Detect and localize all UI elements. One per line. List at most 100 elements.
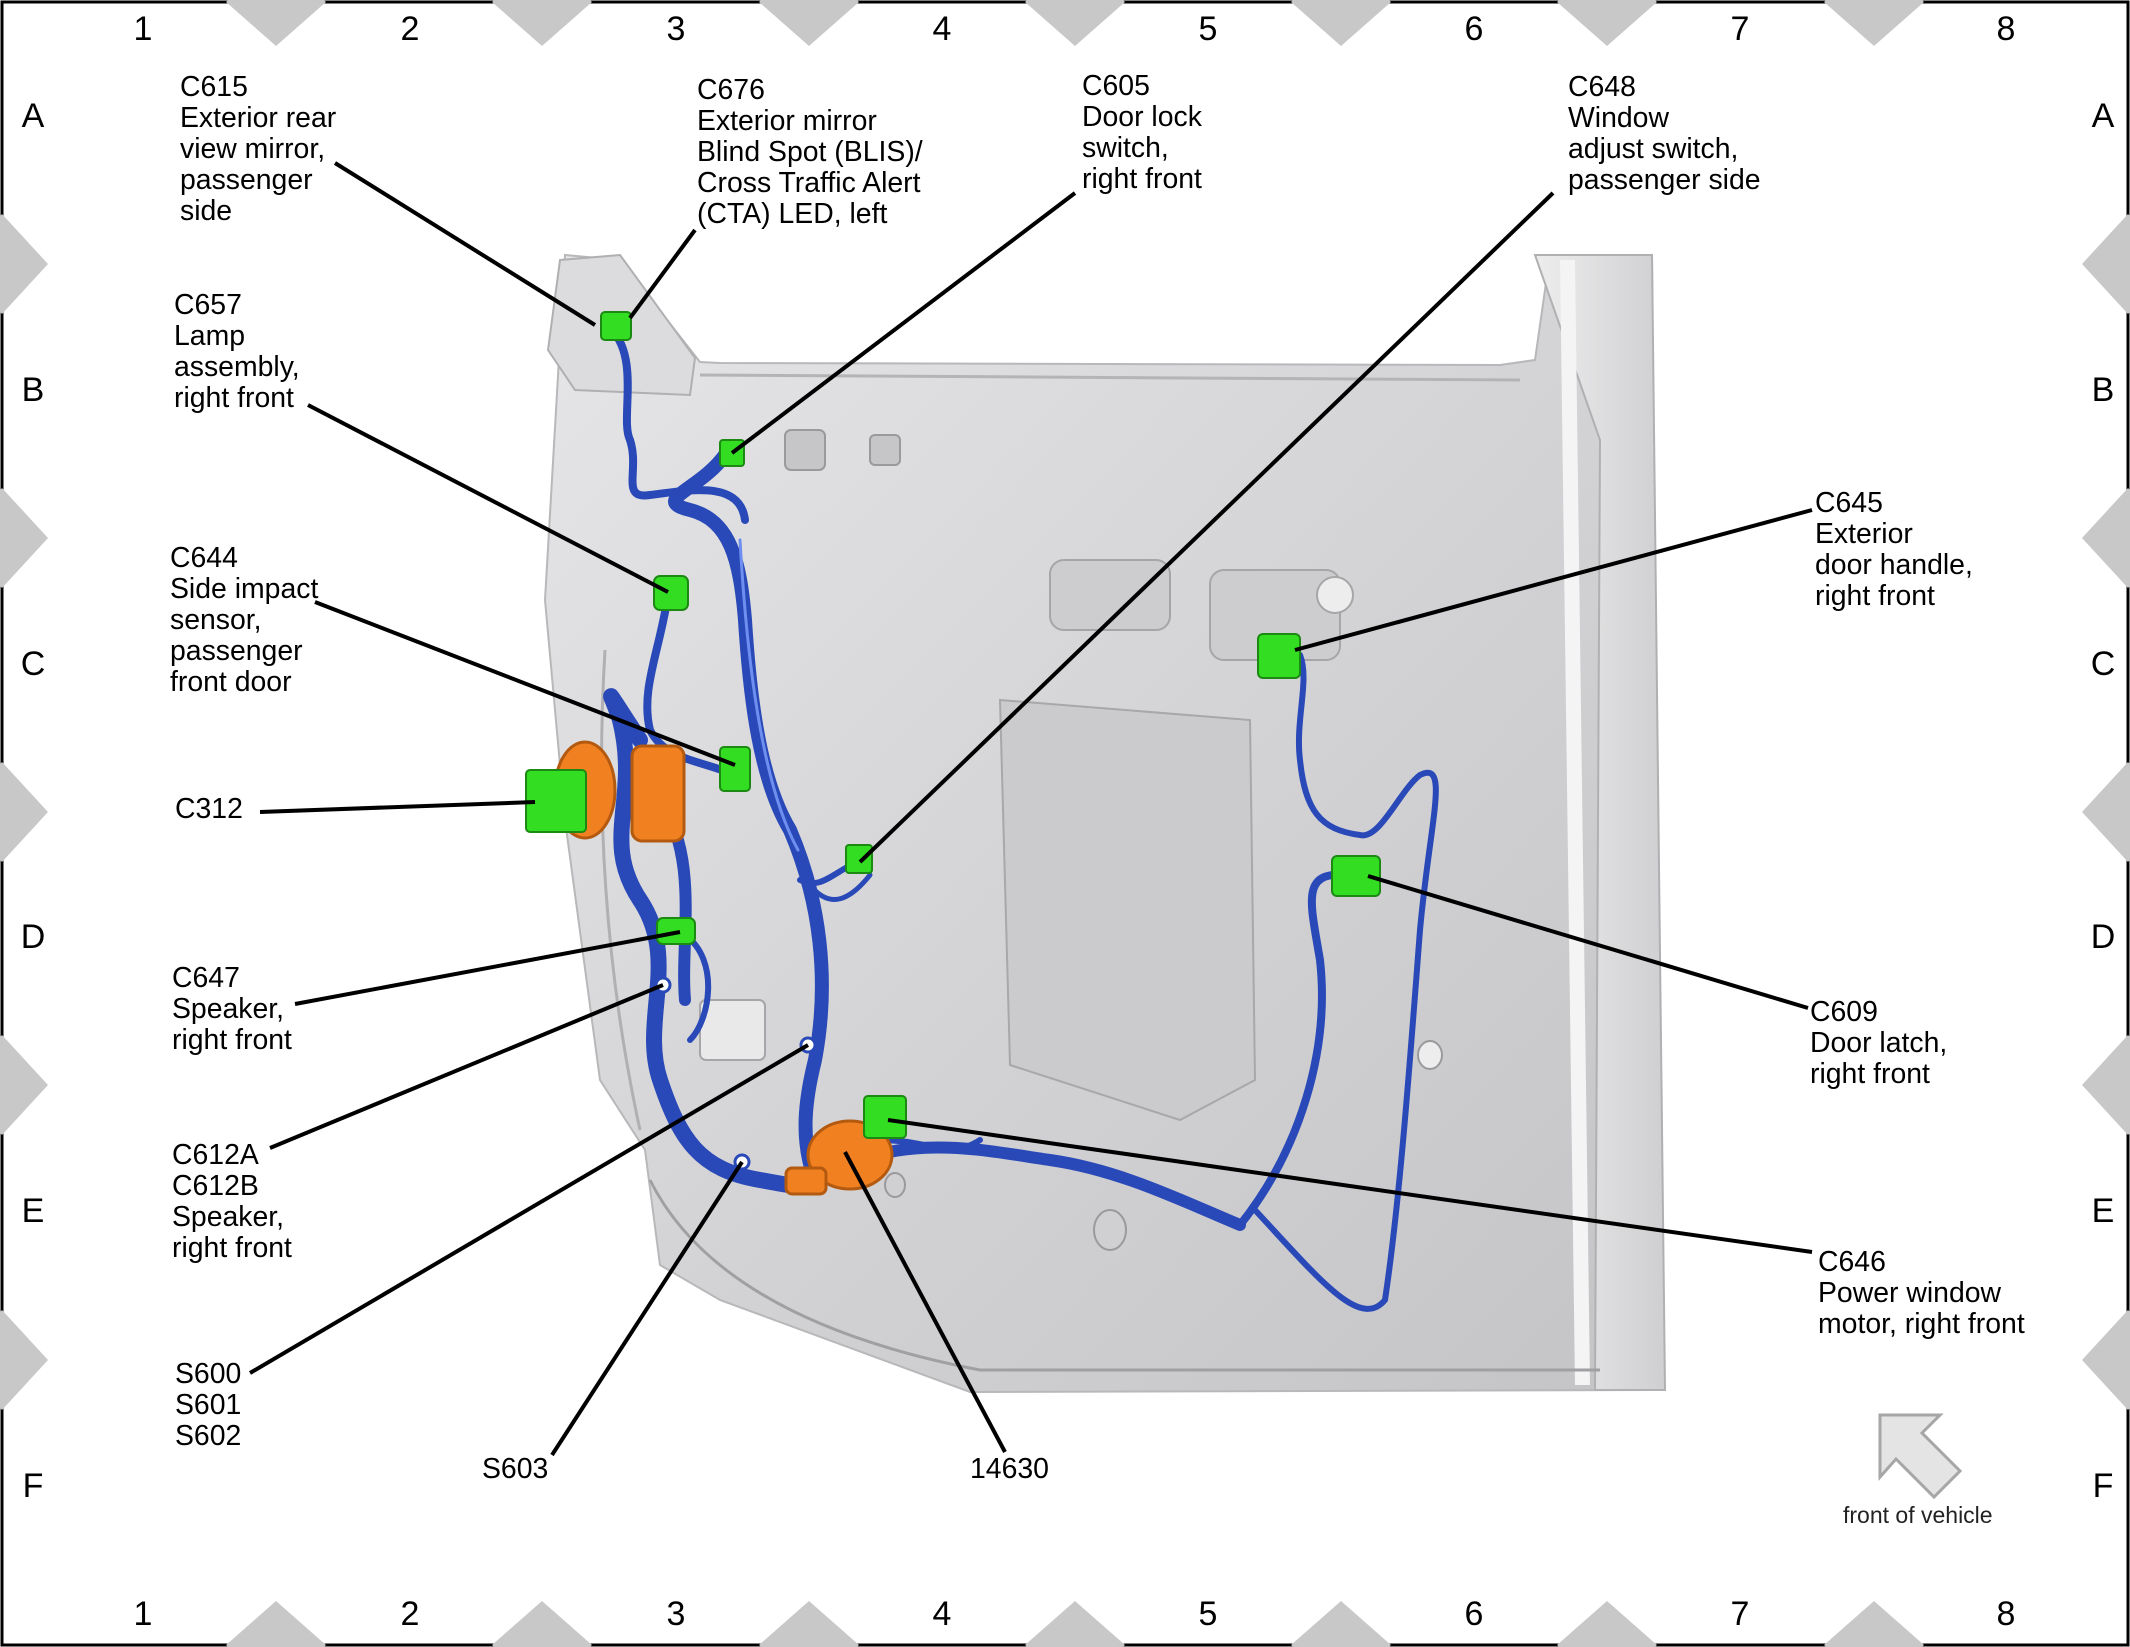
grid-row-left: D [21,918,46,956]
callout-line: passenger side [1568,164,1761,196]
border-marker-bottom [226,1601,326,1647]
grid-row-left: F [23,1467,44,1505]
callout-line: C676 [697,74,765,106]
grid-row-left: E [22,1192,45,1230]
border-marker-left [0,1310,48,1410]
border-marker-left [0,762,48,862]
callout-line: right front [172,1024,292,1056]
border-marker-top [759,0,859,46]
callout-line: C612B [172,1170,259,1202]
grommet-lower [784,1166,828,1196]
grid-row-right: F [2093,1467,2114,1505]
border-marker-bottom [1291,1601,1391,1647]
callout-line: C605 [1082,70,1150,102]
callout-line: assembly, [174,351,300,383]
callout-line: Exterior mirror [697,105,877,137]
callout-line: Window [1568,102,1669,134]
callout-line: side [180,195,232,227]
grommet-c312-right [630,744,686,843]
grid-row-left: B [22,371,45,409]
border-marker-right [2082,1310,2130,1410]
grid-row-right: E [2092,1192,2115,1230]
callout-line: Door latch, [1810,1027,1947,1059]
grid-column-bottom: 8 [1997,1595,2016,1633]
connector-c648 [845,844,873,874]
callout-line: motor, right front [1818,1308,2025,1340]
leader-c612 [269,983,664,1150]
leader-c647 [294,930,681,1006]
grid-row-right: B [2092,371,2115,409]
leader-c676 [628,228,697,320]
callout-line: right front [174,382,294,414]
callout-line: C644 [170,542,238,574]
grid-column-bottom: 1 [134,1595,153,1633]
leader-c644 [314,600,736,767]
grid-column-bottom: 2 [401,1595,420,1633]
border-marker-top [1557,0,1657,46]
grid-column-top: 2 [401,10,420,48]
callout-line: right front [172,1232,292,1264]
callout-line: door handle, [1815,549,1973,581]
border-marker-bottom [1557,1601,1657,1647]
grid-row-right: C [2091,645,2116,683]
callout-line: C657 [174,289,242,321]
grid-column-bottom: 7 [1731,1595,1750,1633]
callout-line: Door lock [1082,101,1203,133]
grid-column-top: 4 [933,10,952,48]
connector-c312 [525,769,587,833]
connector-c657 [653,575,689,611]
callout-line: Cross Traffic Alert [697,167,921,199]
leader-lines [248,161,1813,1457]
callout-line: S600 [175,1358,241,1390]
border-marker-top [492,0,592,46]
grid-row-left: A [22,97,45,135]
callout-line: C615 [180,71,248,103]
callout-line: Side impact [170,573,318,605]
connector-c646 [863,1095,907,1139]
grid-column-top: 5 [1199,10,1218,48]
border-marker-left [0,488,48,588]
front-of-vehicle-label: front of vehicle [1843,1502,1993,1528]
border-marker-right [2082,762,2130,862]
leader-c645 [1294,508,1813,652]
border-marker-bottom [1025,1601,1125,1647]
callout-line: right front [1815,580,1935,612]
border-marker-top [1824,0,1924,46]
border-marker-right [2082,488,2130,588]
callout-line: Power window [1818,1277,2002,1309]
callout-line: S603 [482,1453,548,1485]
grid-column-bottom: 3 [667,1595,686,1633]
leader-c312 [259,800,536,814]
leader-s603 [550,1160,744,1457]
border-marker-bottom [1824,1601,1924,1647]
border-marker-left [0,214,48,314]
callout-line: 14630 [970,1453,1049,1485]
leader-c605 [730,191,1077,455]
leader-c648 [858,191,1555,864]
callout-line: passenger [180,164,313,196]
grid-row-left: C [21,645,46,683]
border-marker-top [1025,0,1125,46]
callout-line: Exterior [1815,518,1913,550]
callout-line: Lamp [174,320,245,352]
callout-line: switch, [1082,132,1169,164]
border-marker-right [2082,1035,2130,1135]
leader-c646 [887,1118,1813,1254]
callout-line: C609 [1810,996,1878,1028]
callout-line: sensor, [170,604,262,636]
grid-row-right: A [2092,97,2115,135]
border-marker-top [1291,0,1391,46]
callout-line: C648 [1568,71,1636,103]
